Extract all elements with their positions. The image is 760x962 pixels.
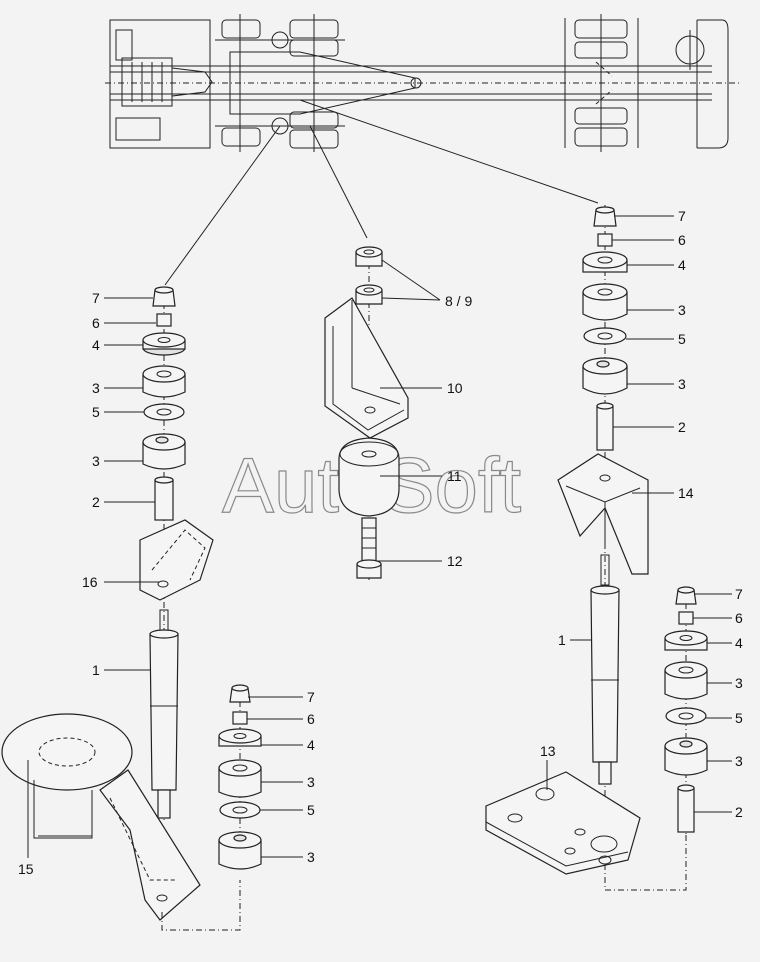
callout-15: 15 xyxy=(18,861,34,877)
callout-6: 6 xyxy=(678,232,686,248)
chassis-top-view xyxy=(105,14,740,152)
callout-leaders xyxy=(27,215,732,858)
centre-mount-stack xyxy=(324,246,409,580)
callout-3: 3 xyxy=(735,675,743,691)
callout-4: 4 xyxy=(678,257,686,273)
callout-2: 2 xyxy=(735,804,743,820)
callout-5: 5 xyxy=(92,404,100,420)
left-lower-dash-link xyxy=(161,880,241,931)
callout-3: 3 xyxy=(92,453,100,469)
lower-left-stack xyxy=(218,684,262,870)
callout-1: 1 xyxy=(92,662,100,678)
callout-8-9: 8 / 9 xyxy=(445,293,472,309)
callout-3: 3 xyxy=(678,302,686,318)
right-mount-stack xyxy=(485,205,649,875)
callout-labels: 7 6 4 3 5 3 2 16 1 15 7 6 4 3 5 3 8 / 9 … xyxy=(18,208,743,877)
callout-4: 4 xyxy=(735,635,743,651)
callout-3: 3 xyxy=(92,380,100,396)
leader-8-9-a xyxy=(381,259,441,301)
callout-6: 6 xyxy=(92,315,100,331)
callout-5: 5 xyxy=(307,802,315,818)
callout-6: 6 xyxy=(307,711,315,727)
callout-7: 7 xyxy=(92,290,100,306)
callout-10: 10 xyxy=(447,380,463,396)
callout-7: 7 xyxy=(735,586,743,602)
callout-5: 5 xyxy=(735,710,743,726)
callout-4: 4 xyxy=(307,737,315,753)
part-15-pedestal xyxy=(1,713,201,921)
leader-left-mount xyxy=(164,125,281,286)
callout-4: 4 xyxy=(92,337,100,353)
left-mount-stack xyxy=(139,286,214,820)
callout-11: 11 xyxy=(447,468,462,484)
callout-7: 7 xyxy=(678,208,686,224)
callout-5: 5 xyxy=(678,331,686,347)
lower-right-stack xyxy=(664,586,708,840)
callout-3: 3 xyxy=(307,849,315,865)
callout-3: 3 xyxy=(735,753,743,769)
leader-centre-mount xyxy=(309,125,368,239)
callout-3: 3 xyxy=(678,376,686,392)
callout-14: 14 xyxy=(678,485,694,501)
callout-7: 7 xyxy=(307,689,315,705)
callout-2: 2 xyxy=(678,419,686,435)
callout-13: 13 xyxy=(540,743,556,759)
callout-2: 2 xyxy=(92,494,100,510)
leader-right-mount xyxy=(299,99,599,204)
callout-1: 1 xyxy=(558,632,566,648)
callout-12: 12 xyxy=(447,553,463,569)
callout-16: 16 xyxy=(82,574,98,590)
leader-8-9-b xyxy=(381,297,441,301)
callout-3: 3 xyxy=(307,774,315,790)
callout-6: 6 xyxy=(735,610,743,626)
right-lower-dash-link xyxy=(604,835,687,891)
